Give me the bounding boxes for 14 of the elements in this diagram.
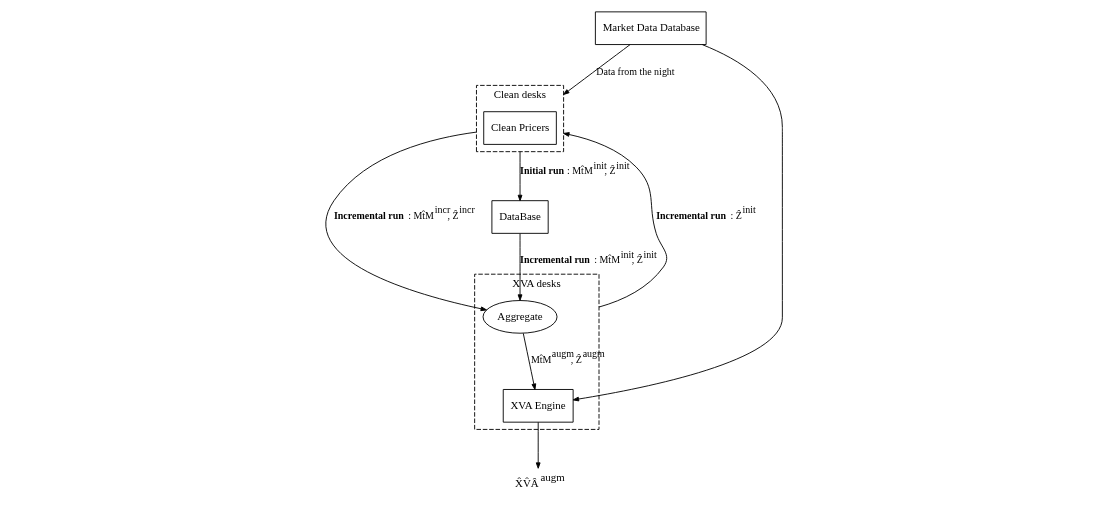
arrow [517, 233, 522, 301]
arrow [325, 131, 487, 312]
arrow [517, 151, 522, 202]
node-box: DataBase [490, 200, 549, 234]
arrow [562, 44, 630, 95]
arrow [562, 132, 667, 308]
edge-label: Data from the night [595, 66, 675, 78]
node-box: XVA Engine [502, 389, 574, 423]
arrow [572, 44, 783, 402]
node-ellipse: Aggregate [482, 300, 557, 334]
node-box: Market Data Database [594, 11, 707, 45]
arrow [522, 332, 536, 390]
arrow [535, 421, 541, 469]
node-box: Clean Pricers [482, 111, 557, 145]
